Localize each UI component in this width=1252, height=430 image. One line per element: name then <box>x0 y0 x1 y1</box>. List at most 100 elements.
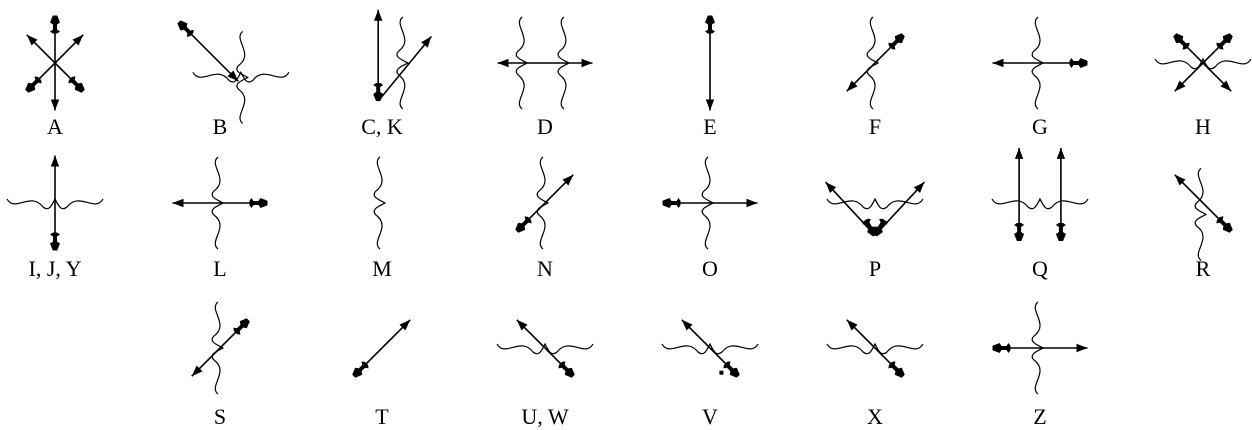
glyph-label: Q <box>1032 256 1048 281</box>
glyph-p: P <box>825 181 925 281</box>
glyph-label: I, J, Y <box>29 256 82 281</box>
arrowhead <box>1174 174 1186 186</box>
arrowhead <box>562 174 574 186</box>
fletching <box>1216 216 1233 233</box>
glyph-label: S <box>214 404 226 429</box>
arrowhead <box>825 182 837 194</box>
fletching <box>352 361 369 378</box>
arrowhead <box>1056 147 1066 159</box>
arrowhead <box>746 198 758 208</box>
curl-horizontal <box>192 70 290 83</box>
fletching <box>68 76 85 93</box>
arrowhead <box>172 198 184 208</box>
glyph-g: G <box>992 16 1088 139</box>
fletching <box>888 361 905 378</box>
glyph-label: L <box>213 256 226 281</box>
glyph-uw: U, W <box>496 319 594 429</box>
fletching <box>1055 223 1066 241</box>
arrowhead <box>1220 80 1232 92</box>
arrowhead <box>191 365 203 377</box>
curl-vertical <box>396 16 409 110</box>
fletching <box>25 76 42 93</box>
glyph-z: Z <box>992 301 1088 429</box>
glyph-label: U, W <box>521 404 568 429</box>
fletching <box>1069 58 1088 68</box>
fletching <box>558 361 575 378</box>
fletching <box>723 361 740 378</box>
glyph-label: R <box>1196 256 1211 281</box>
fletching <box>233 318 250 335</box>
glyph-h: H <box>1154 33 1252 139</box>
curl-vertical <box>536 156 550 250</box>
arrowhead <box>516 319 528 331</box>
glyph-ijy: I, J, Y <box>6 155 104 281</box>
arrowhead <box>1174 80 1186 92</box>
fletching <box>873 218 888 237</box>
arrowhead <box>846 80 858 92</box>
arrowhead <box>581 58 593 68</box>
fletching <box>1173 33 1190 50</box>
glyph-f: F <box>846 16 905 139</box>
glyph-label: A <box>47 114 63 139</box>
fletching <box>888 33 905 50</box>
fletching <box>992 343 1011 353</box>
glyph-label: M <box>372 256 392 281</box>
curl-vertical <box>866 16 880 110</box>
glyph-x: X <box>826 319 924 429</box>
arrowhead <box>913 182 925 194</box>
arrowhead <box>1014 147 1024 159</box>
dot-mark <box>719 370 724 375</box>
curl-vertical <box>1194 167 1208 261</box>
curl-horizontal <box>496 342 594 355</box>
glyph-label: Z <box>1033 404 1046 429</box>
glyph-label: G <box>1032 114 1048 139</box>
glyph-r: R <box>1174 167 1233 281</box>
curl-horizontal <box>1154 57 1252 70</box>
glyph-label: O <box>702 256 718 281</box>
fletching <box>705 15 715 34</box>
fletching <box>249 198 268 208</box>
glyph-d: D <box>497 16 593 139</box>
curl-horizontal <box>826 342 924 355</box>
glyph-label: C, K <box>361 114 403 139</box>
curl-vertical <box>211 301 225 395</box>
glyph-e: E <box>703 15 717 139</box>
curl-vertical <box>236 30 249 124</box>
glyph-b: B <box>177 20 290 139</box>
arrowhead <box>374 9 383 21</box>
fletching <box>515 216 532 233</box>
glyph-label: N <box>537 256 553 281</box>
fletching <box>373 83 384 101</box>
glyph-t: T <box>352 319 411 429</box>
fletching <box>50 15 60 34</box>
arrowhead <box>227 70 239 82</box>
arrowhead <box>50 155 60 167</box>
glyph-label: B <box>213 114 228 139</box>
fletching <box>1014 223 1025 241</box>
glyph-label: F <box>869 114 881 139</box>
arrowhead <box>72 34 84 46</box>
glyph-q: Q <box>991 147 1089 281</box>
curl-horizontal <box>991 197 1089 210</box>
fletching <box>662 198 681 208</box>
arrowhead <box>992 58 1004 68</box>
glyph-v: V <box>661 319 759 429</box>
arrowhead <box>705 99 715 111</box>
glyph-label: H <box>1195 114 1211 139</box>
glyph-o: O <box>662 156 758 281</box>
fletching <box>862 218 877 237</box>
glyph-s: S <box>191 301 250 429</box>
glyph-label: T <box>375 404 389 429</box>
curl-vertical <box>373 156 387 250</box>
arrow-shaft <box>377 35 433 102</box>
glyph-label: E <box>703 114 716 139</box>
fletching <box>1216 33 1233 50</box>
fletching <box>177 20 194 37</box>
arrowhead <box>846 319 858 331</box>
arrow-shaft <box>825 181 876 236</box>
glyph-label: P <box>869 256 881 281</box>
arrowhead <box>421 36 432 48</box>
curl-horizontal <box>661 342 759 355</box>
glyph-m: M <box>372 156 392 281</box>
